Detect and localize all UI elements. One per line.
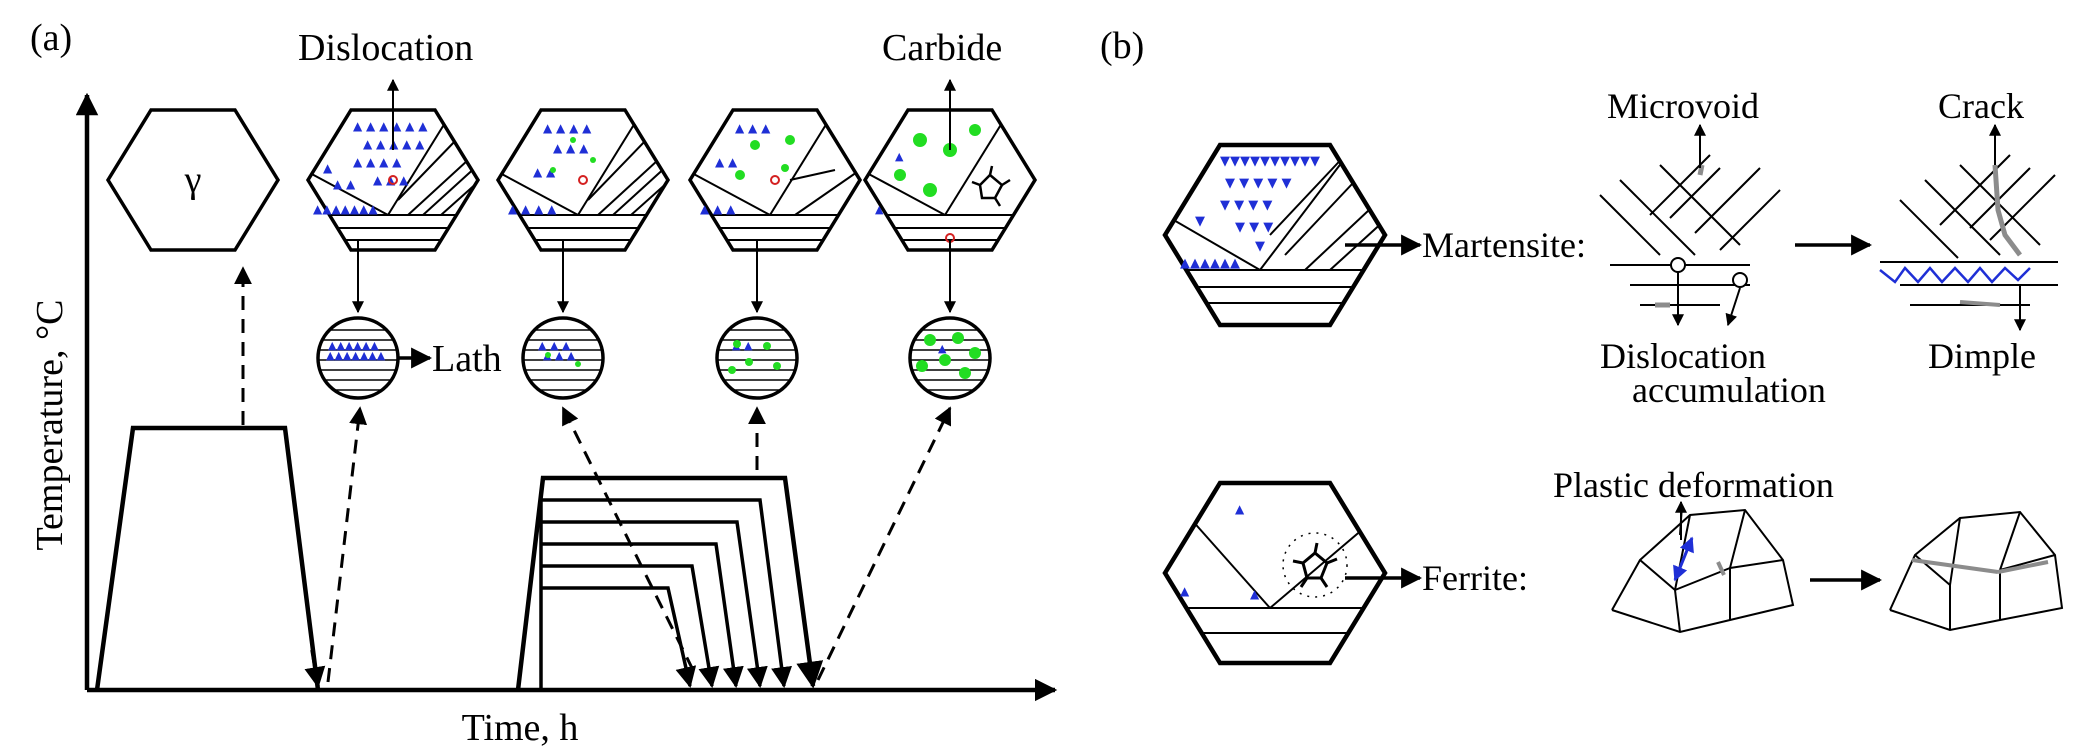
svg-text:▼: ▼: [1195, 214, 1205, 229]
panel-b-tag: (b): [1100, 25, 1144, 67]
svg-text:▲ ▲ ▲ ▲: ▲ ▲ ▲ ▲: [353, 155, 402, 169]
svg-text:▲ ▲ ▲: ▲ ▲ ▲: [735, 121, 771, 135]
svg-text:▲▲▲▲▲▲▲: ▲▲▲▲▲▲▲: [326, 349, 386, 362]
carbide-label: Carbide: [882, 27, 1002, 69]
dashed-links: [234, 266, 952, 683]
svg-text:▼▼▼▼▼▼▼▼▼▼: ▼▼▼▼▼▼▼▼▼▼: [1220, 154, 1320, 169]
svg-text:▼ ▼ ▼: ▼ ▼ ▼: [1235, 220, 1273, 235]
svg-text:▲ ▲ ▲: ▲ ▲ ▲: [543, 349, 576, 362]
quench-arrow: [304, 649, 326, 689]
lath-detail-2: ▲ ▲ ▲▲ ▲ ▲: [521, 316, 605, 400]
panel-b: (b) ▼▼▼▼▼▼▼▼▼▼ ▼ ▼ ▼ ▼ ▼ ▼ ▼ ▼ ▼ ▼ ▼ ▼: [1100, 25, 2064, 666]
lath-detail-3: ▲ ▲: [715, 316, 799, 400]
martensite-crack-sketch: [1879, 123, 2058, 332]
dislocation-accumulation-line1: Dislocation: [1600, 336, 1766, 376]
lath-detail-1: ▲▲▲▲▲▲▲▲▲▲▲▲▲: [316, 316, 400, 400]
x-axis-label: Time, h: [462, 707, 579, 749]
dislocation-accumulation-line2: accumulation: [1632, 370, 1826, 410]
svg-text:▲: ▲: [938, 342, 947, 355]
lath-detail-4: ▲: [908, 316, 992, 400]
svg-text:▲ ▲ ▲: ▲ ▲ ▲: [538, 339, 571, 352]
svg-text:▲: ▲: [1180, 584, 1190, 598]
ferrite-grain: ▲ ▲ ▲: [1162, 480, 1388, 666]
lath-label: Lath: [432, 338, 502, 380]
martensite-grain: ▼▼▼▼▼▼▼▼▼▼ ▼ ▼ ▼ ▼ ▼ ▼ ▼ ▼ ▼ ▼ ▼ ▼ ▼ ▼ ▲…: [1162, 142, 1388, 328]
svg-text:▲ ▲: ▲ ▲: [533, 165, 556, 179]
tempering-profiles: [515, 475, 824, 691]
martensite-microvoid-sketch: [1599, 123, 1781, 327]
svg-text:▼ ▼ ▼ ▼: ▼ ▼ ▼ ▼: [1220, 198, 1272, 213]
svg-text:▲ ▲ ▲ ▲ ▲ ▲: ▲ ▲ ▲ ▲ ▲ ▲: [353, 119, 428, 133]
svg-text:▲ ▲ ▲ ▲: ▲ ▲ ▲ ▲: [543, 121, 592, 135]
panel-a: (a) Temperature, °C Time, h: [29, 17, 1058, 749]
svg-text:▲ ▲: ▲ ▲: [333, 177, 356, 191]
plastic-deformation-label: Plastic deformation: [1553, 465, 1834, 505]
svg-text:▲ ▲ ▲ ▲ ▲: ▲ ▲ ▲ ▲ ▲: [363, 137, 425, 151]
svg-text:▲ ▲ ▲: ▲ ▲ ▲: [700, 202, 736, 216]
svg-text:▲▲▲▲▲▲: ▲▲▲▲▲▲: [328, 339, 379, 352]
dimple-label: Dimple: [1928, 336, 2036, 376]
quench-profile: [94, 425, 321, 691]
grain-stage-2: ▲ ▲ ▲ ▲ ▲ ▲ ▲ ▲ ▲ ▲ ▲ ▲ ▲: [495, 108, 671, 252]
svg-text:▲▲▲▲▲▲: ▲▲▲▲▲▲: [1180, 256, 1240, 271]
zoom-pointers: [352, 240, 956, 314]
martensite-label: Martensite:: [1422, 225, 1586, 265]
y-axis-label: Temperature, °C: [29, 300, 71, 551]
svg-text:▲ ▲ ▲: ▲ ▲ ▲: [373, 173, 409, 187]
austenite-grain: γ: [105, 108, 281, 252]
grain-stage-1: ▲ ▲ ▲ ▲ ▲ ▲ ▲ ▲ ▲ ▲ ▲ ▲ ▲ ▲ ▲ ▲ ▲ ▲ ▲ ▲ …: [305, 108, 481, 252]
svg-text:▲ ▲: ▲ ▲: [715, 155, 738, 169]
ferrite-deformation-sketch: [1611, 500, 1795, 634]
crack-label: Crack: [1938, 86, 2024, 126]
svg-text:▲: ▲: [895, 150, 904, 163]
svg-text:▲: ▲: [1250, 587, 1260, 601]
svg-text:▲: ▲: [875, 203, 884, 216]
svg-text:▲: ▲: [1235, 502, 1245, 516]
austenite-symbol: γ: [184, 159, 202, 201]
grain-stage-3: ▲ ▲ ▲ ▲ ▲ ▲ ▲ ▲: [687, 108, 863, 252]
ferrite-failure-sketch: [1889, 510, 2064, 632]
svg-text:▼ ▼ ▼ ▼ ▼: ▼ ▼ ▼ ▼ ▼: [1225, 176, 1292, 191]
svg-text:▲▲▲▲▲▲▲: ▲▲▲▲▲▲▲: [313, 202, 378, 216]
ferrite-label: Ferrite:: [1422, 558, 1528, 598]
svg-text:▼: ▼: [1255, 239, 1265, 254]
svg-text:▲: ▲: [323, 161, 333, 175]
svg-text:▲ ▲ ▲: ▲ ▲ ▲: [553, 141, 589, 155]
microvoid-label: Microvoid: [1607, 86, 1759, 126]
svg-text:▲ ▲ ▲ ▲: ▲ ▲ ▲ ▲: [508, 202, 557, 216]
dislocation-label: Dislocation: [298, 27, 473, 69]
panel-a-tag: (a): [30, 17, 72, 59]
